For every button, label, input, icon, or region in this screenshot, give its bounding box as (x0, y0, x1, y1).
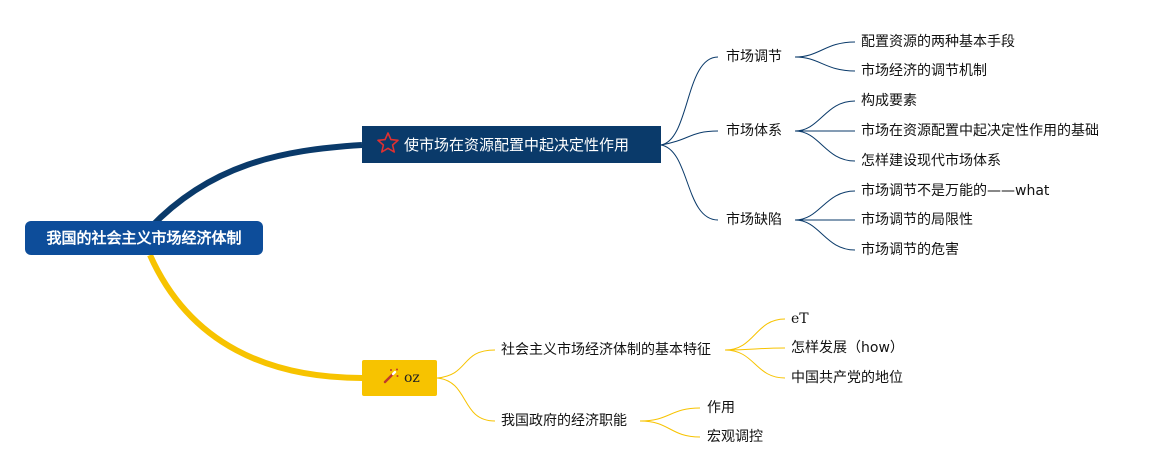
leaf-topic[interactable]: 怎样发展（how） (791, 340, 904, 356)
leaf-topic[interactable]: 市场在资源配置中起决定性作用的基础 (861, 123, 1099, 139)
leaf-topic[interactable]: 市场调节的局限性 (861, 212, 973, 228)
leaf-topic[interactable]: 市场经济的调节机制 (861, 63, 987, 79)
subtopic-market-failure[interactable]: 市场缺陷 (726, 212, 782, 228)
leaf-topic[interactable]: 中国共产党的地位 (791, 370, 903, 386)
leaf-topic[interactable]: 配置资源的两种基本手段 (861, 34, 1015, 50)
root-topic[interactable]: 我国的社会主义市场经济体制 (25, 221, 263, 255)
star-icon (376, 131, 400, 159)
leaf-topic[interactable]: eT (791, 311, 809, 327)
branch-topic-label: oz (404, 370, 420, 386)
leaf-topic[interactable]: 作用 (707, 400, 735, 416)
magic-wand-icon (382, 367, 400, 390)
leaf-topic[interactable]: 市场调节的危害 (861, 242, 959, 258)
leaf-topic[interactable]: 宏观调控 (707, 429, 763, 445)
branch-topic-oz[interactable]: oz (362, 360, 437, 396)
leaf-topic[interactable]: 怎样建设现代市场体系 (861, 153, 1001, 169)
leaf-topic[interactable]: 市场调节不是万能的——what (861, 183, 1050, 199)
leaf-topic[interactable]: 构成要素 (861, 93, 917, 109)
subtopic-market-system[interactable]: 市场体系 (726, 123, 782, 139)
branch-topic-market-allocation[interactable]: 使市场在资源配置中起决定性作用 (362, 126, 661, 163)
subtopic-basic-features[interactable]: 社会主义市场经济体制的基本特征 (501, 342, 711, 358)
branch-topic-label: 使市场在资源配置中起决定性作用 (404, 135, 630, 154)
subtopic-government-economic-functions[interactable]: 我国政府的经济职能 (501, 413, 627, 429)
subtopic-market-regulation[interactable]: 市场调节 (726, 49, 782, 65)
